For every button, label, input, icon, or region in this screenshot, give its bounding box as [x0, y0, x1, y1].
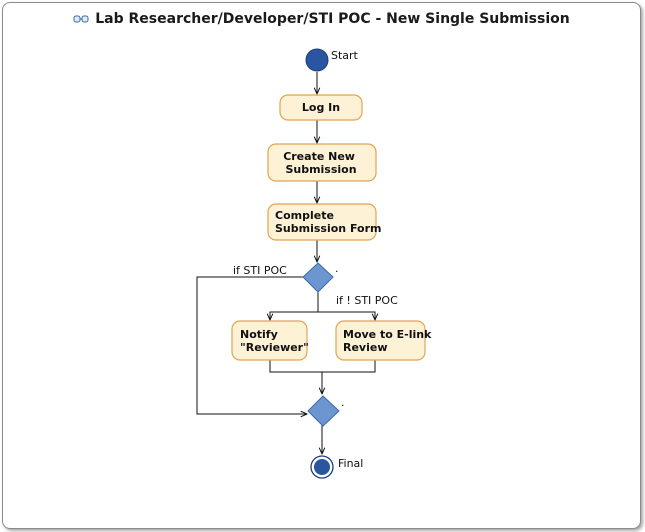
diagram-title-bar: Lab Researcher/Developer/STI POC - New S… [3, 9, 640, 29]
guard-if-not-sti-poc: if ! STI POC [336, 294, 398, 307]
svg-text:Create New Submission: Create New Submission [283, 150, 359, 176]
action-move-line-2: Review [343, 341, 388, 354]
svg-text:Move to E-link Review: Move to E-link Review [343, 328, 435, 354]
action-create-line-1: Create New [283, 150, 355, 163]
action-log-in-line-1: Log In [302, 101, 340, 114]
start-node[interactable]: Start [305, 48, 359, 72]
edges [196, 72, 376, 454]
svg-text:Complete Submission Form: Complete Submission Form [275, 209, 381, 235]
edge-decision1-to-decision2-sti [196, 276, 307, 414]
edge-notify-to-decision2 [269, 360, 376, 373]
final-label: Final [338, 457, 363, 470]
action-move-line-1: Move to E-link [343, 328, 432, 341]
decision-node-1[interactable]: . [302, 262, 339, 293]
start-label: Start [331, 49, 359, 62]
action-move-to-elink-review[interactable]: Move to E-link Review [335, 320, 435, 361]
edge-decision1-to-move [318, 311, 375, 320]
edge-decision1-to-notify [270, 292, 319, 320]
action-complete-line-1: Complete [275, 209, 334, 222]
action-create-line-2: Submission [285, 163, 356, 176]
decision-node-2[interactable]: . [307, 395, 345, 427]
action-notify-line-1: Notify [240, 328, 278, 341]
svg-text:Log In: Log In [302, 101, 340, 114]
decision-2-label: . [341, 396, 345, 409]
action-log-in[interactable]: Log In [279, 94, 363, 121]
guard-if-sti-poc: if STI POC [233, 264, 287, 277]
svg-text:Notify "Reviewer": Notify "Reviewer" [240, 328, 309, 354]
action-complete-submission-form[interactable]: Complete Submission Form [267, 203, 381, 241]
action-notify-reviewer[interactable]: Notify "Reviewer" [231, 320, 309, 361]
diagram-title: Lab Researcher/Developer/STI POC - New S… [95, 11, 570, 27]
action-notify-line-2: "Reviewer" [240, 341, 309, 354]
final-node[interactable]: Final [310, 455, 363, 479]
decision-1-label: . [335, 262, 339, 275]
action-complete-line-2: Submission Form [275, 222, 381, 235]
action-create-new-submission[interactable]: Create New Submission [267, 143, 377, 182]
activity-diagram-icon [73, 15, 89, 23]
